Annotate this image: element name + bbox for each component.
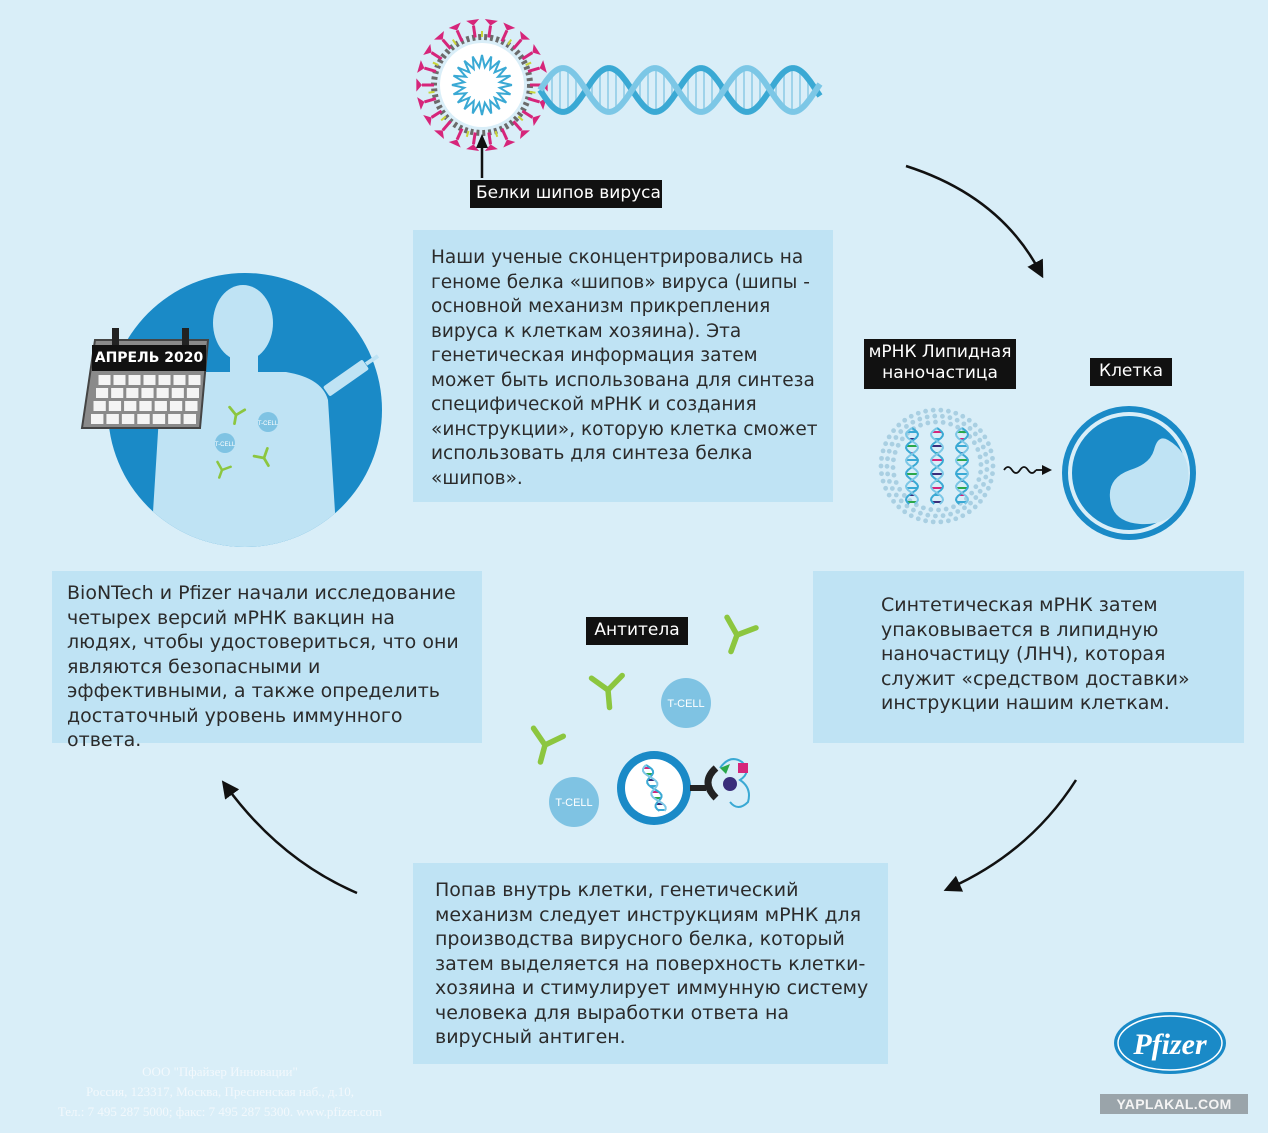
lnp-label: мРНК Липидная наночастица	[864, 339, 1016, 389]
spike-proteins-label: Белки шипов вируса	[470, 180, 662, 208]
footer-line1: ООО "Пфайзер Инновации"	[142, 1064, 298, 1079]
t-cell-icon: T-CELL	[661, 678, 711, 728]
arrow-to-trials	[221, 780, 358, 895]
synthetic-text: Синтетическая мРНК затем упаковывается в…	[881, 594, 1190, 714]
inside-cell-text-box: Попав внутрь клетки, генетический механи…	[413, 863, 888, 1064]
inside-cell-text: Попав внутрь клетки, генетический механи…	[435, 879, 869, 1048]
focus-text-box: Наши ученые сконцентрировались на геноме…	[413, 230, 833, 502]
antibodies-label: Антитела	[586, 617, 688, 645]
arrow-to-cell	[905, 164, 1044, 279]
virus-icon	[416, 19, 548, 151]
svg-text:Pfizer: Pfizer	[1132, 1028, 1207, 1061]
pfizer-logo: Pfizer	[1114, 1012, 1226, 1074]
antibody-icons	[530, 614, 759, 765]
company-footer: ООО "Пфайзер Инновации" Россия, 123317, …	[20, 1062, 420, 1122]
dna-helix-icon	[537, 65, 823, 115]
lipid-nanoparticle-icon	[878, 407, 996, 525]
syringe-icon	[309, 354, 380, 411]
svg-text:T-CELL: T-CELL	[258, 421, 279, 427]
cell-label: Клетка	[1090, 358, 1172, 386]
arrow-to-inside	[943, 779, 1078, 892]
mrna-strands-icon	[904, 427, 970, 505]
footer-line2: Россия, 123317, Москва, Пресненская наб.…	[85, 1084, 355, 1099]
svg-text:T-CELL: T-CELL	[215, 442, 236, 448]
trials-text-box: BioNTech и Pfizer начали исследование че…	[52, 571, 482, 751]
svg-text:T-CELL: T-CELL	[555, 797, 592, 809]
calendar-label: АПРЕЛЬ 2020	[92, 345, 206, 371]
cell-icon	[1062, 406, 1196, 540]
footer-line3: Тел.: 7 495 287 5000; факс: 7 495 287 53…	[57, 1104, 383, 1119]
focus-text: Наши ученые сконцентрировались на геноме…	[431, 247, 818, 489]
watermark: YAPLAKAL.COM	[1100, 1094, 1248, 1114]
lnp-label-line2: наночастица	[882, 363, 998, 383]
lnp-label-line1: мРНК Липидная	[868, 342, 1012, 362]
t-cell-icon: T-CELL	[549, 777, 599, 827]
svg-text:T-CELL: T-CELL	[667, 698, 704, 710]
infected-cell-icon	[617, 751, 750, 825]
trials-text: BioNTech и Pfizer начали исследование че…	[67, 582, 459, 751]
synthetic-text-box: Синтетическая мРНК затем упаковывается в…	[813, 571, 1244, 743]
